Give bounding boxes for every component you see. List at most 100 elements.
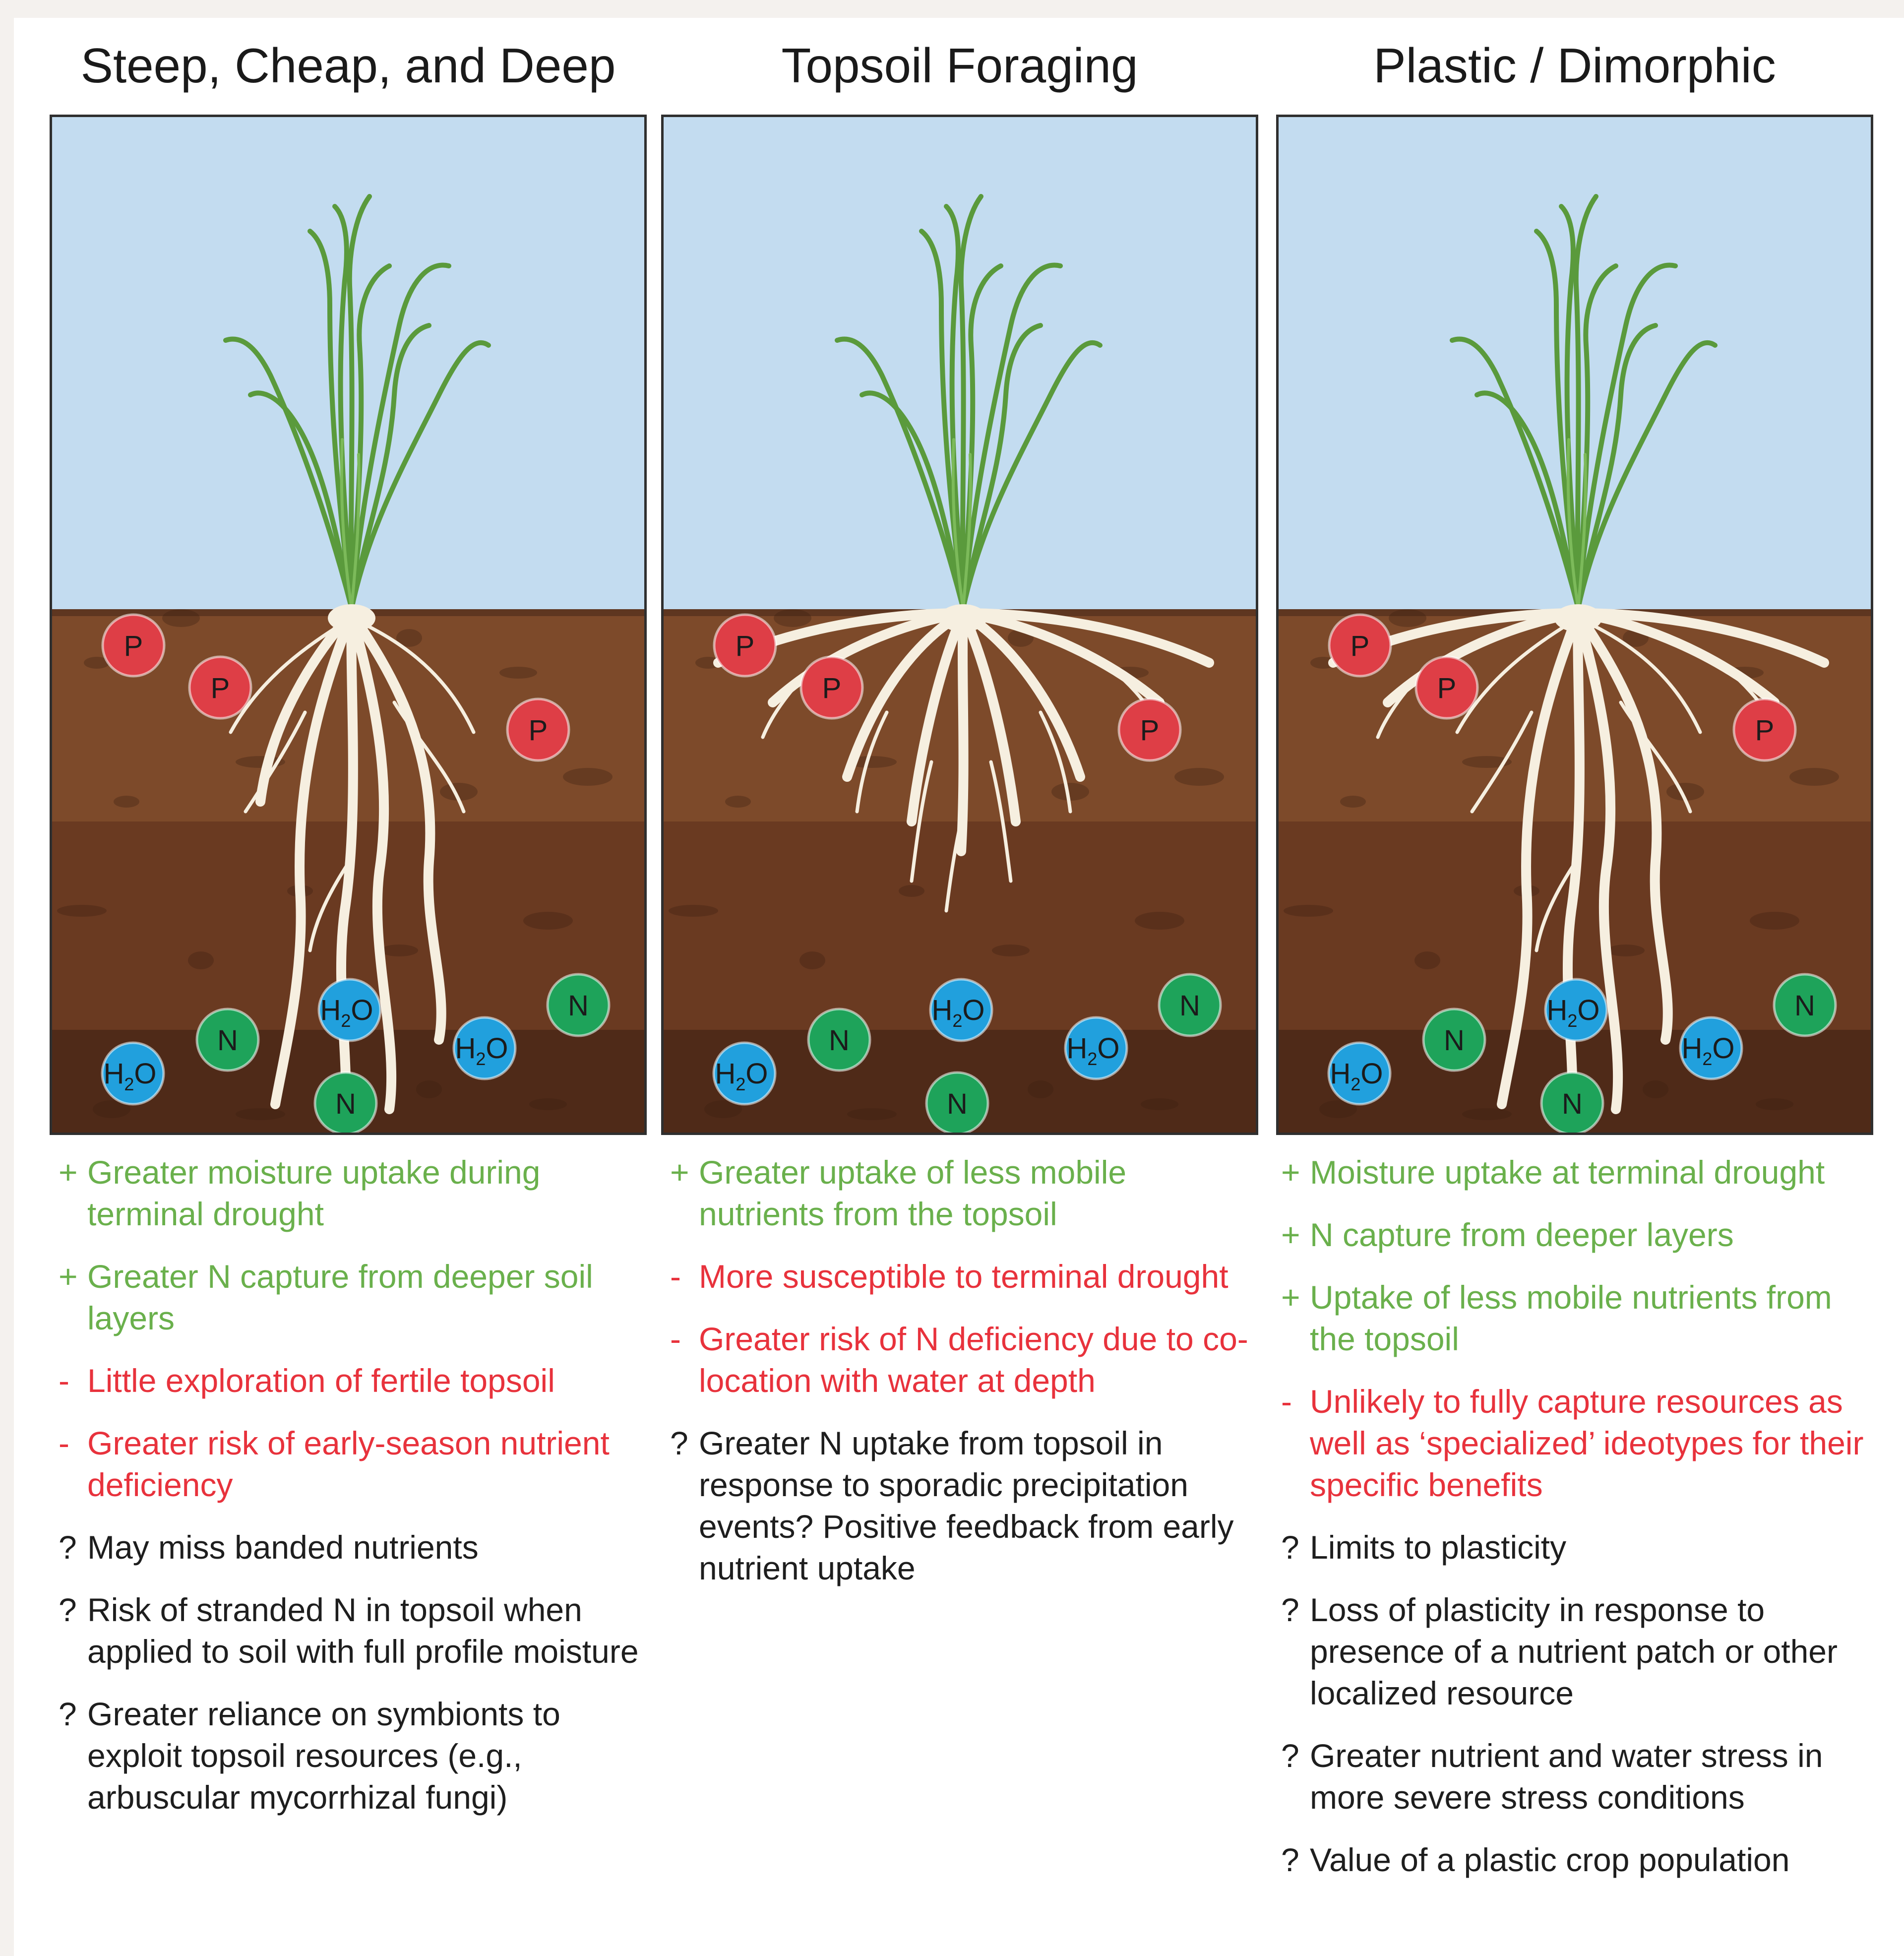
nitrogen-marker: N [808, 1009, 870, 1071]
note-marker: - [670, 1256, 681, 1297]
nitrogen-marker: N [1541, 1073, 1603, 1133]
note-item: -Unlikely to fully capture resources as … [1281, 1381, 1873, 1506]
water-marker: H2O [1329, 1043, 1390, 1104]
root-diagram-panel: PPPH2OH2OH2ONNN [661, 115, 1258, 1135]
note-item: +Greater N capture from deeper soil laye… [59, 1256, 649, 1339]
figure-sheet: Steep, Cheap, and Deep P P P H2O H2O H2O N N N +… [14, 18, 1904, 1956]
root-diagram-panel: P P P H2O H2O H2O N N N [1276, 115, 1873, 1135]
note-item: ? May miss banded nutrients [59, 1526, 649, 1568]
svg-text:P: P [1755, 714, 1775, 747]
svg-text:N: N [1562, 1088, 1583, 1120]
nitrogen-marker: N [1159, 974, 1221, 1036]
svg-text:P: P [822, 672, 842, 704]
note-text: Greater risk of N deficiency due to co-l… [699, 1321, 1248, 1399]
phosphorus-marker: P [1119, 699, 1180, 760]
svg-text:N: N [829, 1024, 850, 1057]
note-marker: - [59, 1422, 69, 1464]
note-text: Greater nutrient and water stress in mor… [1310, 1737, 1823, 1816]
water-marker: H2O [1065, 1017, 1127, 1079]
svg-text:P: P [736, 630, 755, 662]
note-item: +Moisture uptake at terminal drought [1281, 1151, 1873, 1193]
svg-text:P: P [1437, 672, 1457, 704]
svg-text:N: N [217, 1024, 238, 1057]
note-text: Value of a plastic crop population [1310, 1841, 1789, 1878]
note-marker: ? [1281, 1735, 1299, 1776]
note-text: Greater moisture uptake during terminal … [87, 1154, 540, 1232]
note-text: More susceptible to terminal drought [699, 1258, 1228, 1295]
note-item: ?Greater reliance on symbionts to exploi… [59, 1693, 649, 1818]
svg-text:P: P [1140, 714, 1160, 747]
note-item: -Little exploration of fertile topsoil [59, 1360, 649, 1401]
svg-text:P: P [1351, 630, 1370, 662]
note-text: Little exploration of fertile topsoil [87, 1362, 555, 1399]
nitrogen-marker: N [548, 974, 609, 1036]
note-marker: + [1281, 1151, 1300, 1193]
note-marker: - [670, 1318, 681, 1360]
note-item: ? Loss of plasticity in response to prese… [1281, 1589, 1873, 1714]
phosphorus-marker: P [507, 699, 569, 760]
note-item: + N capture from deeper layers [1281, 1214, 1873, 1256]
svg-text:P: P [124, 630, 143, 662]
nitrogen-marker: N [926, 1073, 988, 1133]
note-text: Greater uptake of less mobile nutrients … [699, 1154, 1126, 1232]
notes-list: +Greater uptake of less mobile nutrients… [670, 1151, 1260, 1610]
note-marker: + [670, 1151, 689, 1193]
note-item: ?Limits to plasticity [1281, 1526, 1873, 1568]
water-marker: H2O [1680, 1017, 1742, 1079]
water-marker: H2O [319, 979, 380, 1041]
column-title: Steep, Cheap, and Deep [50, 38, 647, 94]
note-item: -Greater risk of early-season nutrient d… [59, 1422, 649, 1506]
svg-text:N: N [1794, 990, 1815, 1022]
water-marker: H2O [454, 1017, 515, 1079]
phosphorus-marker: P [1734, 699, 1795, 760]
note-item: -Greater risk of N deficiency due to co-… [670, 1318, 1260, 1401]
note-marker: + [1281, 1214, 1300, 1256]
note-marker: + [1281, 1276, 1300, 1318]
phosphorus-marker: P [189, 657, 251, 718]
note-text: N capture from deeper layers [1310, 1216, 1734, 1253]
note-item: ? Greater nutrient and water stress in mo… [1281, 1735, 1873, 1818]
note-text: Greater risk of early-season nutrient de… [87, 1425, 610, 1503]
note-text: Uptake of less mobile nutrients from the… [1310, 1279, 1832, 1357]
note-item: ?Risk of stranded N in topsoil when appl… [59, 1589, 649, 1672]
note-text: Unlikely to fully capture resources as w… [1310, 1383, 1863, 1503]
note-marker: ? [1281, 1839, 1299, 1881]
notes-list: +Moisture uptake at terminal drought+N c… [1281, 1151, 1873, 1901]
nitrogen-marker: N [197, 1009, 258, 1071]
svg-text:N: N [335, 1088, 356, 1120]
notes-list: +Greater moisture uptake during terminal… [59, 1151, 649, 1839]
note-item: ?Greater N uptake from topsoil in respon… [670, 1422, 1260, 1589]
svg-text:N: N [1444, 1024, 1465, 1057]
svg-text:P: P [211, 672, 230, 704]
water-marker: H2O [930, 979, 992, 1041]
note-item: +Greater moisture uptake during terminal… [59, 1151, 649, 1235]
phosphorus-marker: P [801, 657, 862, 718]
note-marker: ? [1281, 1589, 1299, 1631]
note-item: -More susceptible to terminal drought [670, 1256, 1260, 1297]
water-marker: H2O [1545, 979, 1607, 1041]
column-title: Plastic / Dimorphic [1276, 38, 1873, 94]
note-marker: ? [59, 1526, 77, 1568]
note-marker: - [1281, 1381, 1292, 1422]
note-text: May miss banded nutrients [87, 1529, 479, 1566]
svg-text:N: N [568, 990, 589, 1022]
note-text: Loss of plasticity in response to presen… [1310, 1591, 1838, 1711]
phosphorus-marker: P [103, 615, 164, 676]
phosphorus-marker: P [1329, 615, 1391, 676]
svg-text:N: N [1179, 990, 1200, 1022]
note-marker: + [59, 1151, 78, 1193]
nitrogen-marker: N [1423, 1009, 1485, 1071]
note-marker: ? [59, 1693, 77, 1735]
note-item: +Uptake of less mobile nutrients from th… [1281, 1276, 1873, 1360]
note-marker: - [59, 1360, 69, 1401]
svg-text:P: P [529, 714, 548, 747]
note-text: Greater N capture from deeper soil layer… [87, 1258, 593, 1336]
phosphorus-marker: P [714, 615, 776, 676]
svg-text:N: N [947, 1088, 968, 1120]
nitrogen-marker: N [1774, 974, 1836, 1036]
note-text: Limits to plasticity [1310, 1529, 1566, 1566]
phosphorus-marker: P [1416, 657, 1477, 718]
column-title: Topsoil Foraging [661, 38, 1258, 94]
note-marker: + [59, 1256, 78, 1297]
